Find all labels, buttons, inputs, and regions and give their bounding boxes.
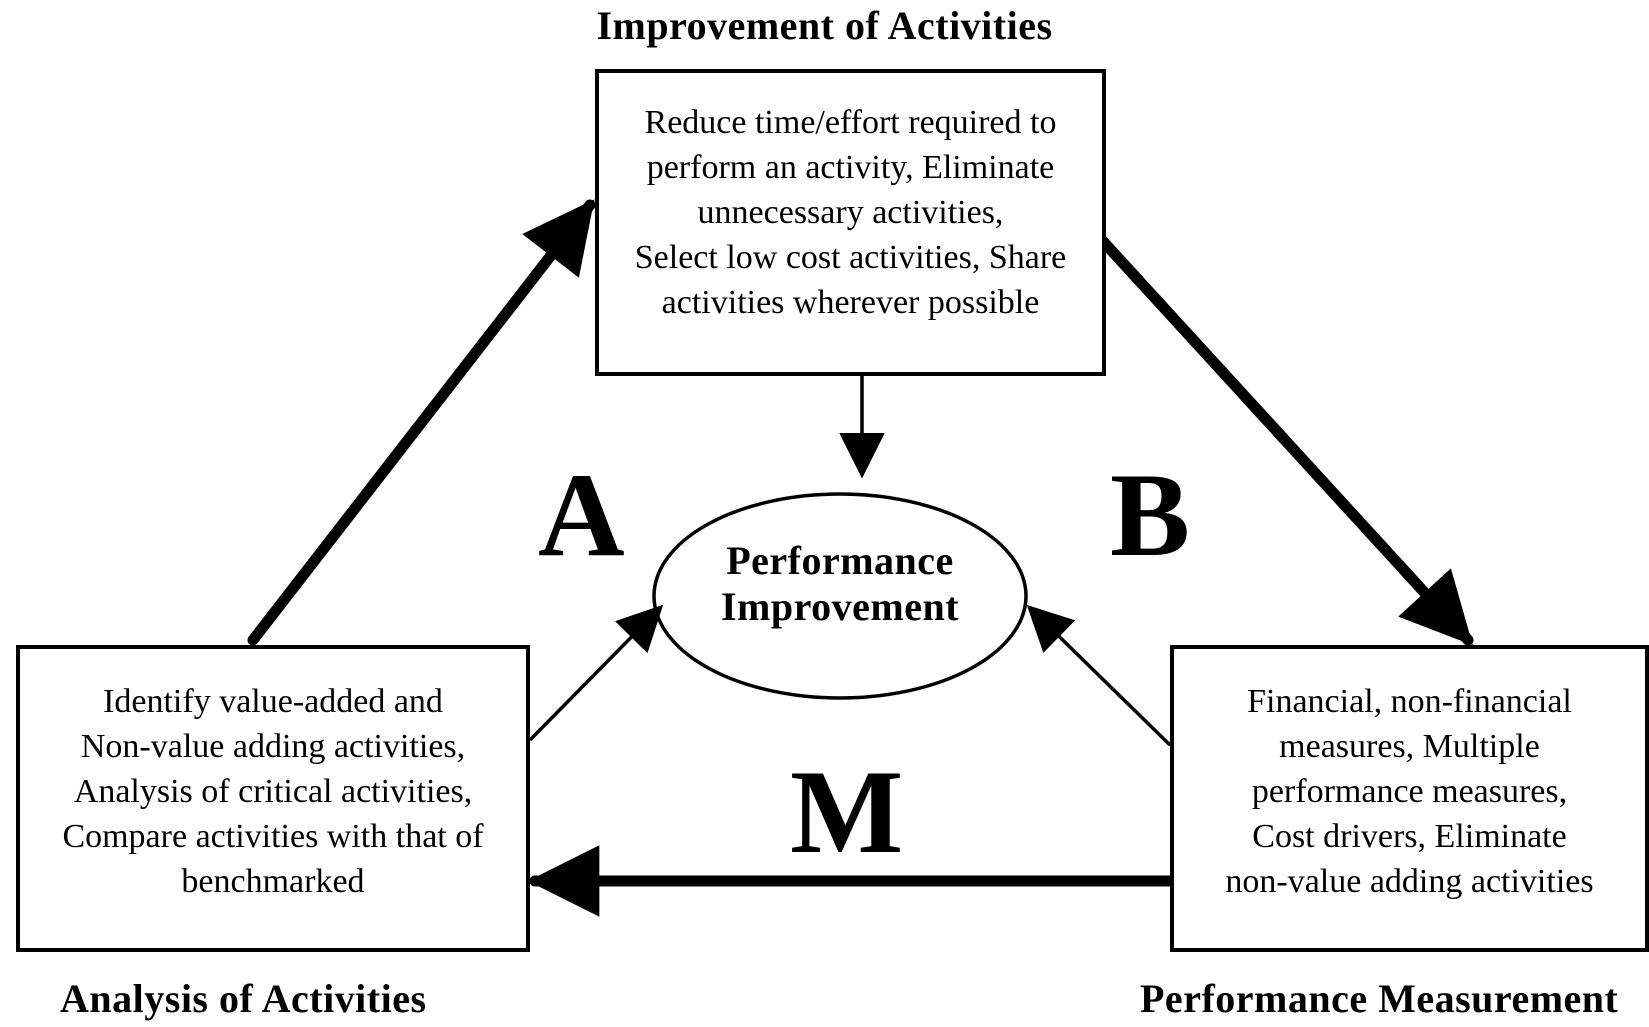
- performance-improvement-ellipse: [652, 492, 1028, 700]
- improvement-box-line: unnecessary activities,: [697, 194, 1004, 231]
- improvement-box-line: Select low cost activities, Share: [634, 239, 1067, 276]
- analysis-box-line: Identify value-added and: [103, 683, 443, 720]
- arrow-analysis-to-center: [528, 604, 664, 742]
- improvement-box-line: perform an activity, Eliminate: [646, 149, 1055, 186]
- letter-b: B: [1110, 448, 1191, 581]
- improvement-box-line: Reduce time/effort required to: [644, 104, 1057, 141]
- center-label-line1: Performance: [726, 538, 954, 583]
- improvement-box-line: activities wherever possible: [661, 284, 1040, 321]
- measurement-box-line: performance measures,: [1251, 773, 1568, 810]
- arrow-analysis-to-improvement: [247, 199, 596, 646]
- analysis-box-line: Compare activities with that of: [62, 818, 484, 855]
- title-analysis-of-activities: Analysis of Activities: [60, 976, 427, 1021]
- title-improvement-of-activities: Improvement of Activities: [596, 3, 1053, 48]
- improvement-box: Reduce time/effort required to perform a…: [595, 69, 1106, 376]
- measurement-box-line: measures, Multiple: [1279, 728, 1540, 765]
- arrow-improvement-to-measurement: [1094, 232, 1474, 646]
- measurement-box: Financial, non-financial measures, Multi…: [1170, 645, 1649, 952]
- measurement-box-line: Cost drivers, Eliminate: [1252, 818, 1567, 855]
- measurement-box-line: Financial, non-financial: [1247, 683, 1572, 720]
- letter-m: M: [790, 745, 904, 878]
- analysis-box-line: Analysis of critical activities,: [73, 773, 473, 810]
- analysis-box-line: Non-value adding activities,: [80, 728, 466, 765]
- analysis-box: Identify value-added and Non-value addin…: [16, 645, 530, 952]
- center-label-line2: Improvement: [720, 584, 960, 629]
- performance-improvement-label: Performance Improvement: [660, 538, 1020, 630]
- arrow-measurement-to-center: [1026, 604, 1172, 747]
- letter-a: A: [538, 448, 625, 581]
- measurement-box-line: non-value adding activities: [1225, 863, 1594, 900]
- title-performance-measurement: Performance Measurement: [1140, 976, 1619, 1021]
- analysis-box-line: benchmarked: [181, 863, 365, 900]
